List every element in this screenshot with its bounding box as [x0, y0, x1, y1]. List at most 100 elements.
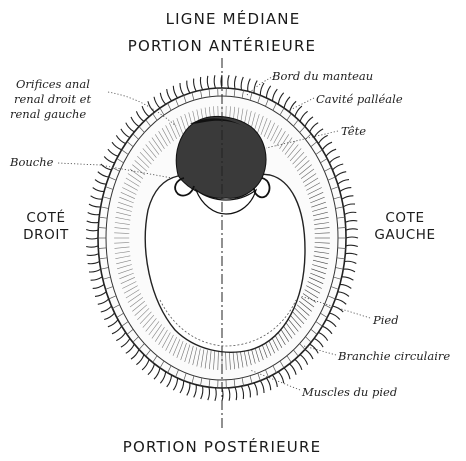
- label-orifices-line3: renal gauche: [10, 107, 86, 121]
- fringe-papilla: [104, 313, 114, 320]
- fringe-papilla: [338, 292, 349, 297]
- fringe-papilla: [98, 299, 109, 304]
- leader-branchie: [304, 346, 336, 355]
- fringe-papilla: [167, 89, 172, 101]
- fringe-papilla: [260, 381, 264, 393]
- fringe-papilla: [254, 383, 257, 396]
- fringe-papilla: [241, 77, 243, 90]
- leader-cavite-palleale: [286, 98, 314, 112]
- fringe-papilla: [131, 350, 139, 360]
- fringe-papilla: [346, 237, 358, 238]
- fringe-papilla: [310, 123, 319, 132]
- label-cote-droit-line1: COTÉ: [26, 209, 65, 226]
- fringe-papilla: [305, 350, 313, 360]
- fringe-papilla: [295, 359, 302, 370]
- fringe-papilla: [290, 101, 297, 112]
- fringe-papilla: [322, 142, 332, 150]
- fringe-papilla: [89, 204, 101, 207]
- fringe-papilla: [116, 135, 125, 143]
- fringe-papilla: [101, 306, 112, 312]
- fringe-papilla: [187, 81, 190, 94]
- fringe-papilla: [228, 75, 229, 88]
- fringe-papilla: [215, 388, 216, 401]
- label-cavite-palleale: Cavité palléale: [316, 92, 403, 106]
- label-cote-gauche-line1: COTE: [385, 210, 424, 226]
- fringe-papilla: [121, 129, 130, 138]
- fringe-papilla: [318, 135, 327, 143]
- fringe-papilla: [340, 284, 351, 288]
- fringe-papilla: [86, 246, 98, 247]
- fringe-papilla: [142, 106, 149, 117]
- fringe-papilla: [333, 164, 344, 170]
- fringe-papilla: [326, 320, 336, 327]
- label-orifices-line2: renal droit et: [14, 92, 91, 106]
- fringe-papilla: [148, 101, 155, 112]
- fringe-papilla: [131, 117, 139, 127]
- fringe-papilla: [266, 86, 270, 98]
- tete-head: [176, 116, 266, 198]
- label-muscles: Muscles du pied: [301, 385, 397, 399]
- fringe-papilla: [345, 221, 357, 223]
- fringe-papilla: [335, 299, 346, 304]
- fringe-papilla: [248, 385, 251, 398]
- fringe-papilla: [112, 326, 122, 334]
- fringe-papilla: [126, 123, 135, 132]
- fringe-papilla: [272, 375, 277, 387]
- label-bord-manteau: Bord du manteau: [271, 69, 373, 83]
- fringe-papilla: [229, 388, 230, 401]
- label-tete: Tête: [341, 124, 366, 138]
- fringe-papilla: [300, 111, 308, 121]
- fringe-papilla: [329, 313, 339, 320]
- fringe-papilla: [108, 149, 118, 156]
- fringe-papilla: [95, 180, 106, 185]
- fringe-papilla: [326, 149, 336, 156]
- fringe-papilla: [343, 204, 355, 207]
- fringe-papilla: [180, 83, 184, 95]
- fringe-papilla: [108, 320, 118, 327]
- label-bouche: Bouche: [9, 155, 54, 169]
- fringe-papilla: [241, 386, 243, 399]
- fringe-papilla: [180, 381, 184, 393]
- fringe-papilla: [278, 93, 283, 105]
- fringe-papilla: [345, 212, 357, 214]
- label-orifices-line1: Orifices anal: [16, 77, 90, 91]
- fringe-papilla: [95, 292, 106, 297]
- fringe-papilla: [318, 332, 327, 340]
- fringe-papilla: [342, 277, 354, 280]
- fringe-papilla: [160, 372, 165, 384]
- fringe-papilla: [343, 269, 355, 272]
- fringe-papilla: [187, 383, 190, 396]
- fringe-papilla: [322, 326, 332, 334]
- heading-portion-posterieure: PORTION POSTÉRIEURE: [123, 437, 322, 456]
- fringe-papilla: [167, 375, 172, 387]
- fringe-papilla: [300, 355, 308, 365]
- fringe-papilla: [86, 230, 98, 231]
- label-cote-droit-line2: DROIT: [23, 227, 69, 243]
- fringe-papilla: [173, 378, 177, 390]
- fringe-papilla: [142, 359, 149, 370]
- fringe-papilla: [254, 81, 257, 94]
- fringe-papilla: [340, 188, 351, 192]
- fringe-papilla: [112, 142, 122, 150]
- fringe-papilla: [200, 77, 202, 90]
- fringe-papilla: [126, 344, 135, 353]
- fringe-papilla: [173, 86, 177, 98]
- fringe-papilla: [86, 238, 98, 239]
- fringe-papilla: [342, 196, 354, 199]
- fringe-papilla: [160, 93, 165, 105]
- fringe-papilla: [136, 355, 144, 365]
- fringe-papilla: [194, 79, 197, 92]
- fringe-papilla: [98, 172, 109, 177]
- fringe-papilla: [235, 387, 237, 400]
- fringe-papilla: [329, 157, 339, 164]
- fringe-papilla: [91, 277, 103, 280]
- fringe-papilla: [346, 229, 358, 230]
- fringe-papilla: [154, 368, 160, 379]
- fringe-papilla: [93, 284, 104, 288]
- fringe-papilla: [260, 83, 264, 95]
- fringe-papilla: [104, 157, 114, 164]
- fringe-papilla: [295, 106, 302, 117]
- fringe-papilla: [136, 111, 144, 121]
- fringe-papilla: [89, 269, 101, 272]
- fringe-papilla: [194, 385, 197, 398]
